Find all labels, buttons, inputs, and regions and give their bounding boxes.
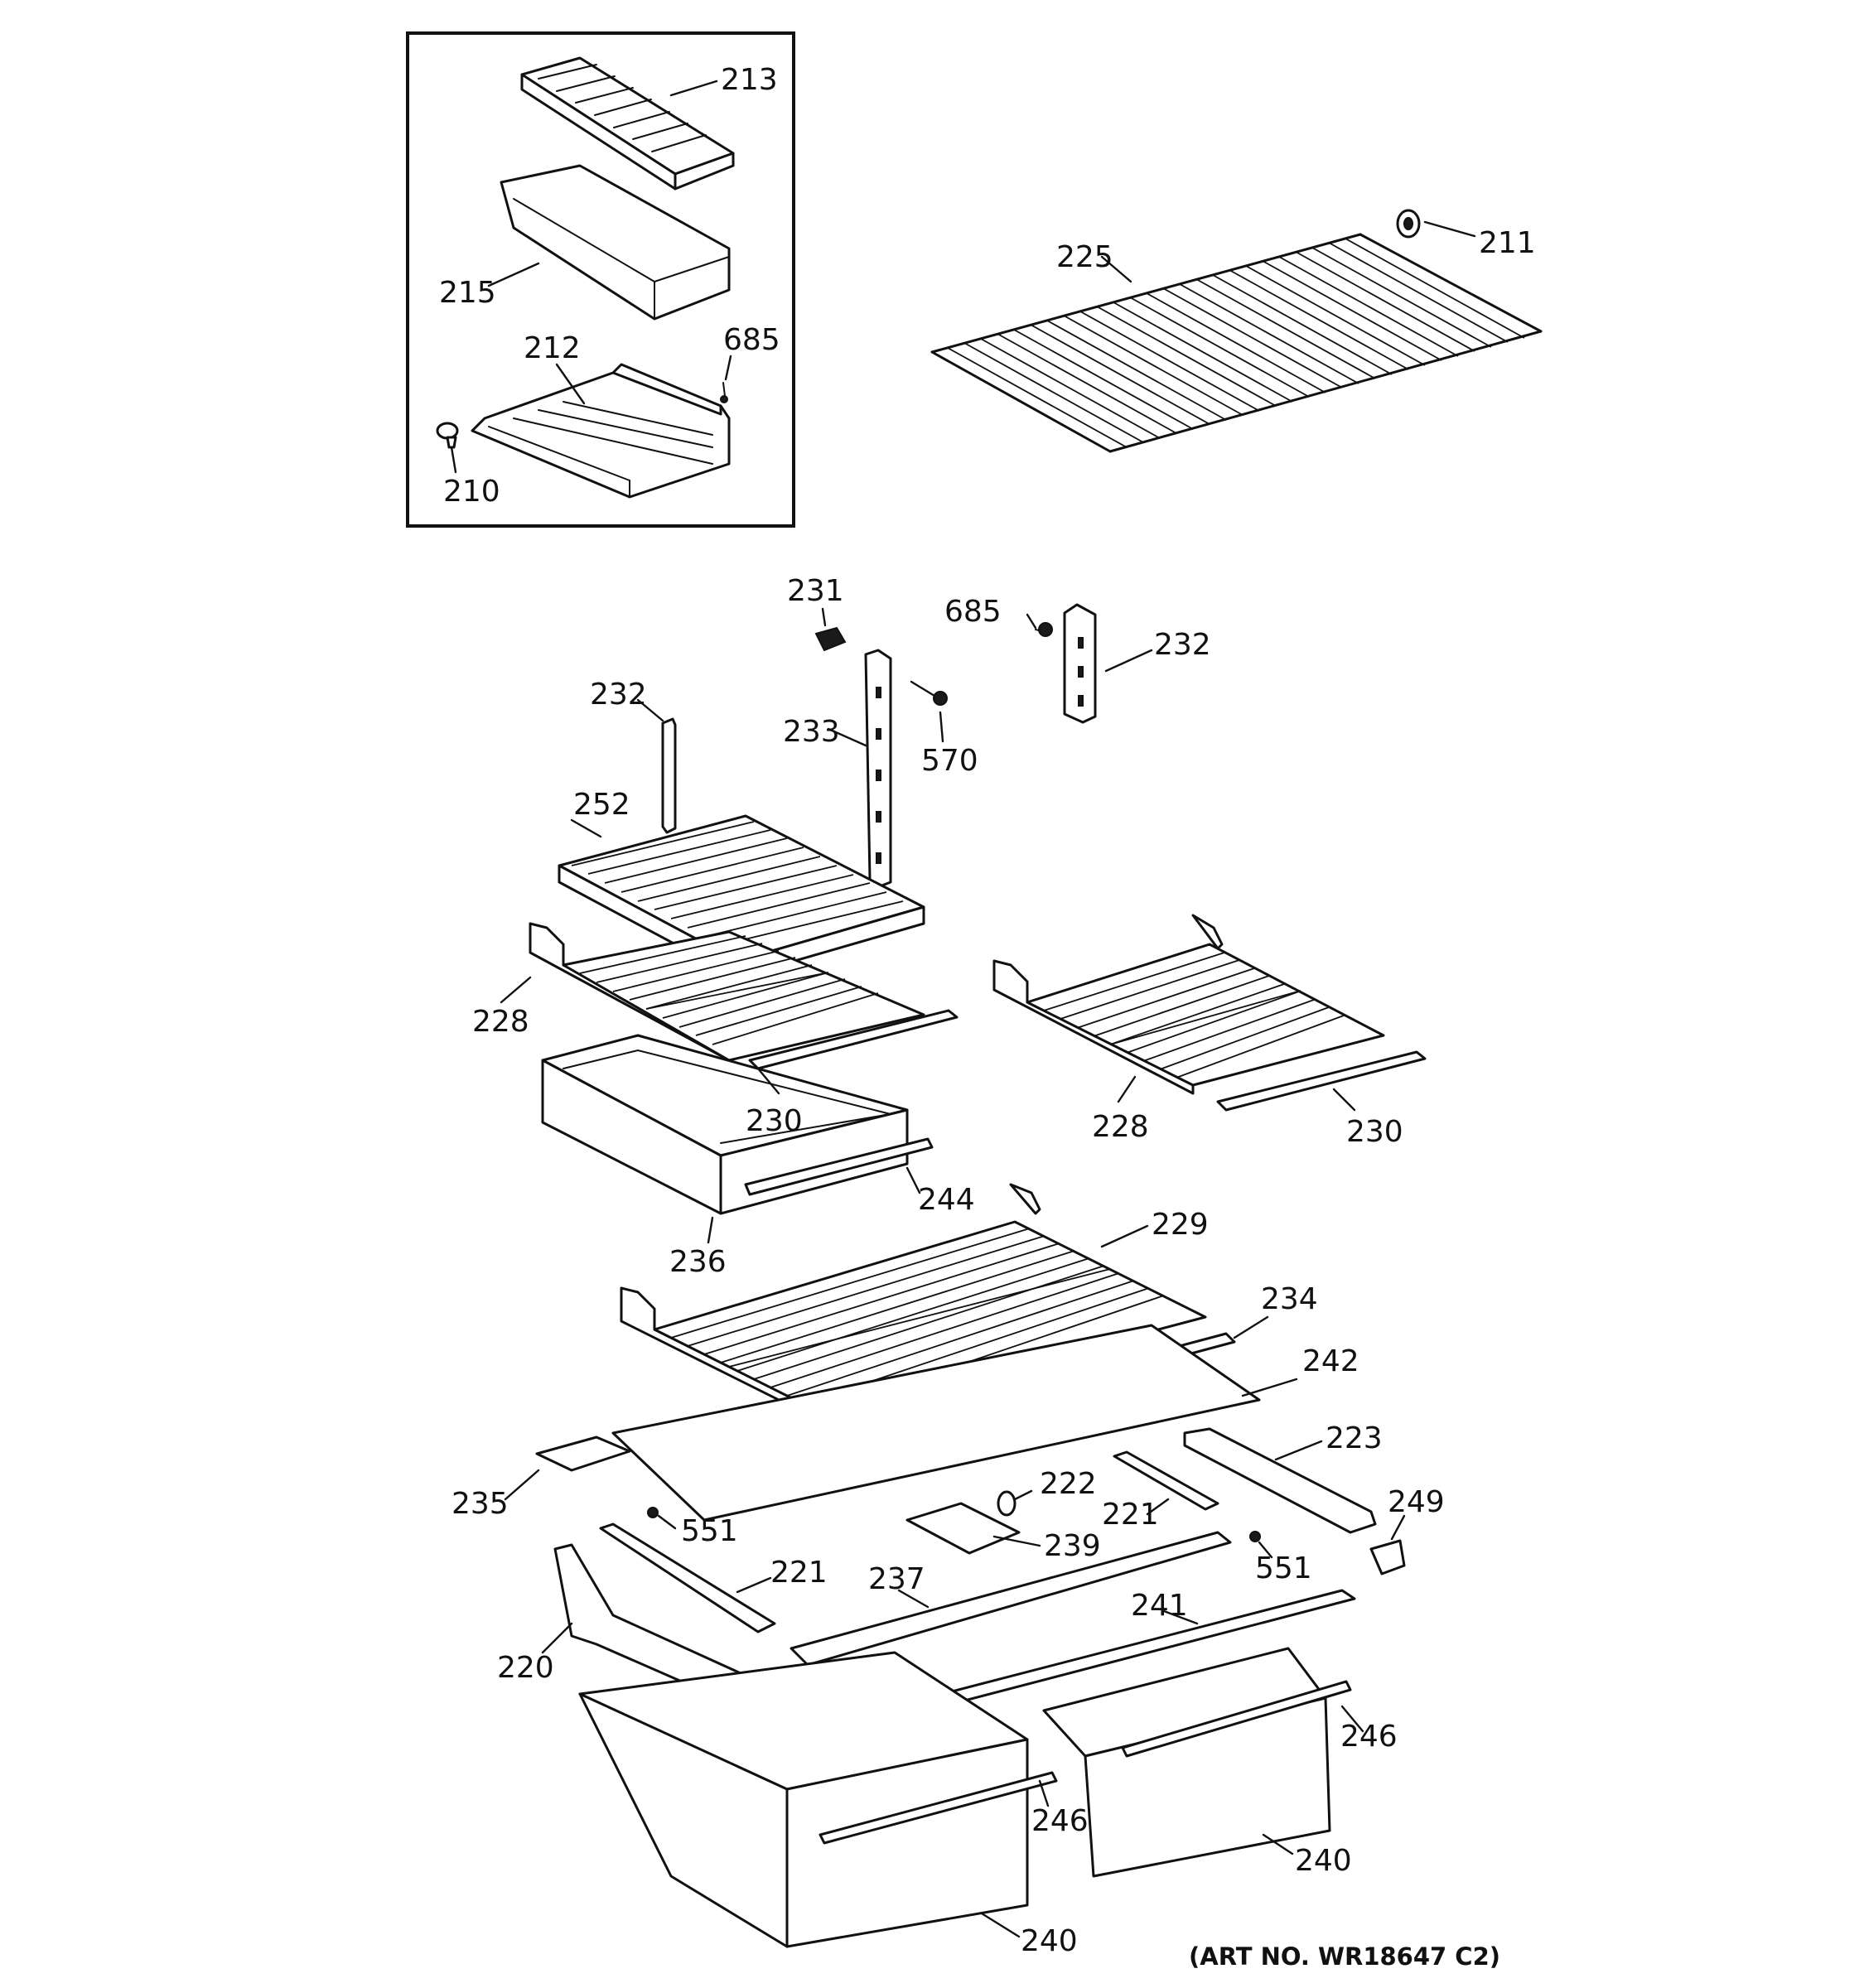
callout-234: 234 <box>1261 1282 1318 1316</box>
part-230-right-trim <box>1216 1050 1427 1112</box>
callout-231: 231 <box>787 574 844 608</box>
part-221-right-rail <box>1113 1450 1219 1511</box>
part-685-screw-a <box>720 382 728 403</box>
callout-212: 212 <box>524 331 581 365</box>
part-233-shelf-ladder <box>864 649 892 888</box>
callout-252: 252 <box>573 788 630 822</box>
callout-222: 222 <box>1040 1467 1097 1501</box>
callout-236: 236 <box>669 1245 727 1279</box>
part-212-tray-support <box>471 363 731 499</box>
callout-685-inset: 685 <box>723 323 780 357</box>
callout-210: 210 <box>443 475 500 509</box>
callout-246-left: 246 <box>1031 1804 1089 1838</box>
callout-551-right: 551 <box>1255 1551 1312 1585</box>
callout-220: 220 <box>497 1651 554 1685</box>
callout-246-right: 246 <box>1340 1720 1398 1754</box>
part-570-screw <box>910 680 948 706</box>
ice-compartment-inset <box>406 31 795 528</box>
part-229-main-shelf <box>620 1183 1207 1426</box>
leader-lines <box>450 80 1476 1938</box>
callout-225: 225 <box>1056 240 1113 274</box>
callout-242: 242 <box>1302 1344 1359 1378</box>
callout-221-right: 221 <box>1102 1498 1159 1532</box>
part-551-screw-b <box>1249 1531 1261 1542</box>
callout-232-right: 232 <box>1154 628 1211 662</box>
part-213-ice-tray <box>520 56 735 191</box>
part-230-left-trim <box>748 1009 959 1070</box>
part-231-clip <box>814 626 847 652</box>
callout-235: 235 <box>452 1487 509 1521</box>
part-215-ice-bin <box>500 164 731 321</box>
part-242-glass-panel <box>611 1324 1261 1522</box>
part-232-right-rail <box>1063 603 1097 724</box>
part-222-roller <box>997 1490 1017 1517</box>
callout-228-right: 228 <box>1092 1110 1149 1144</box>
part-244-drawer-handle <box>744 1137 934 1196</box>
callout-211: 211 <box>1479 226 1536 260</box>
part-551-screw-a <box>647 1507 659 1518</box>
callout-237: 237 <box>868 1562 925 1596</box>
part-249-lamp-socket <box>1369 1539 1406 1575</box>
callout-213: 213 <box>721 63 778 97</box>
callout-230-right: 230 <box>1346 1115 1403 1149</box>
callout-249: 249 <box>1388 1485 1445 1519</box>
callout-230-left: 230 <box>746 1104 803 1138</box>
part-232-left-rail <box>661 717 677 834</box>
callout-221-left: 221 <box>770 1556 828 1590</box>
art-number: (ART NO. WR18647 C2) <box>1189 1942 1500 1971</box>
inset-frame <box>406 31 795 528</box>
callout-233: 233 <box>783 715 840 749</box>
callout-570: 570 <box>921 744 978 778</box>
callout-241: 241 <box>1131 1589 1188 1623</box>
part-236-drawer <box>541 1034 909 1215</box>
callout-239: 239 <box>1044 1529 1101 1563</box>
callout-223: 223 <box>1326 1421 1383 1455</box>
part-223-frame-rail <box>1183 1427 1377 1534</box>
callout-551-left: 551 <box>681 1514 738 1548</box>
callout-240-right: 240 <box>1295 1844 1352 1878</box>
part-239-slide <box>905 1502 1021 1555</box>
callout-215: 215 <box>439 276 496 310</box>
callout-228-left: 228 <box>472 1005 529 1039</box>
part-246-left-handle <box>819 1771 1058 1845</box>
callout-685: 685 <box>944 595 1002 629</box>
part-235-bracket <box>535 1436 631 1472</box>
part-225-wire-shelf <box>930 233 1543 453</box>
part-221-left-rail <box>599 1522 776 1633</box>
part-240-right-crisper <box>1042 1647 1331 1878</box>
part-228-left-shelf <box>529 922 925 1062</box>
part-237-cross-rail <box>790 1531 1232 1667</box>
part-685-screw-b <box>1035 622 1053 637</box>
callout-labels: 213 215 212 685 210 225 211 231 685 232 … <box>439 63 1536 1971</box>
part-210-plug <box>436 422 459 449</box>
part-211-grommet <box>1396 209 1421 239</box>
callout-232-left: 232 <box>590 678 647 712</box>
part-240-left-crisper <box>578 1651 1029 1948</box>
callout-229: 229 <box>1152 1208 1209 1242</box>
callout-240-left: 240 <box>1021 1924 1078 1958</box>
part-228-right-shelf <box>992 914 1385 1095</box>
part-246-right-handle <box>1121 1680 1352 1758</box>
callout-244: 244 <box>918 1183 975 1217</box>
